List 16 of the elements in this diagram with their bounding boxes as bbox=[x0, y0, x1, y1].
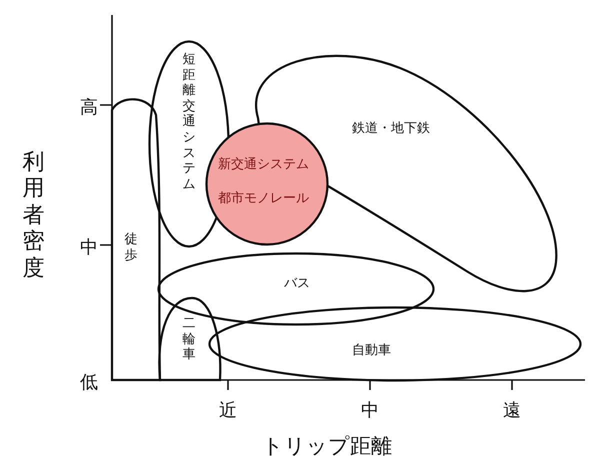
region-label: 短距離交通システム bbox=[182, 52, 196, 192]
region-label: 鉄道・地下鉄 bbox=[352, 122, 430, 137]
axis-title: トリップ距離 bbox=[262, 433, 392, 460]
tick-label: 低 bbox=[80, 371, 98, 394]
region-label: 都市モノレール bbox=[218, 192, 309, 207]
region-label: 徒歩 bbox=[124, 232, 138, 264]
tick-label: 中 bbox=[80, 236, 98, 259]
region-label: 自動車 bbox=[352, 344, 391, 359]
tick-label: 遠 bbox=[503, 399, 521, 422]
tick-label: 中 bbox=[361, 399, 379, 422]
region-label: バス bbox=[284, 277, 310, 292]
tick-label: 近 bbox=[219, 399, 237, 422]
axis-title: 利用者密度 bbox=[22, 150, 46, 282]
region-label: 新交通システム bbox=[218, 158, 309, 173]
region-label: 二輪車 bbox=[182, 316, 196, 363]
tick-label: 高 bbox=[80, 96, 98, 119]
